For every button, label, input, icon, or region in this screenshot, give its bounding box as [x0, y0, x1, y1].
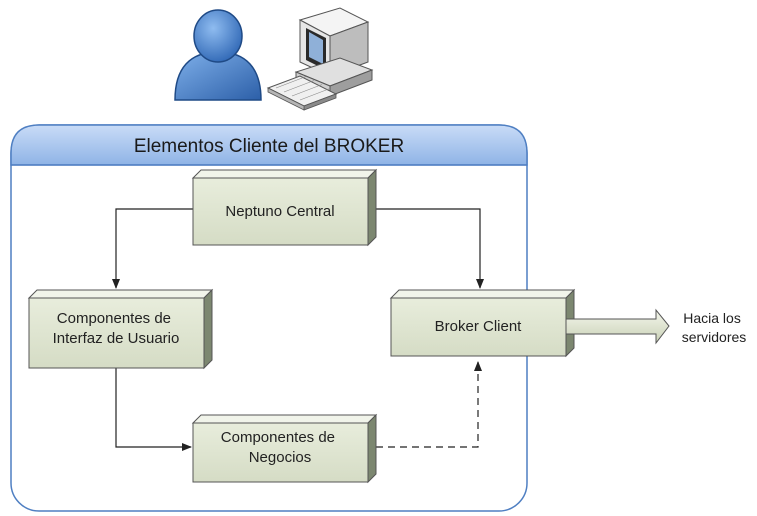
- box-label-line: Interfaz de Usuario: [53, 330, 180, 347]
- servers-label-line: Hacia los: [683, 310, 741, 326]
- box-componentes-negocios: Componentes de Negocios: [191, 413, 378, 484]
- connector-negocios-to-broker: [376, 361, 482, 448]
- svg-text:Broker Client: Broker Client: [435, 318, 523, 335]
- box-broker-client: Broker Client: [389, 288, 576, 358]
- box-label-line: Neptuno Central: [225, 203, 334, 220]
- box-label-line: Negocios: [249, 449, 312, 466]
- svg-text:Neptuno Central: Neptuno Central: [225, 203, 334, 220]
- box-componentes-interfaz: Componentes de Interfaz de Usuario: [27, 288, 214, 370]
- computer-icon: [266, 7, 374, 111]
- servers-label-line: servidores: [682, 329, 747, 345]
- user-icon: [174, 9, 262, 101]
- box-label-line: Componentes de: [57, 310, 171, 327]
- container-title: Elementos Cliente del BROKER: [134, 136, 404, 157]
- box-label-line: Componentes de: [221, 429, 335, 446]
- connectors: [112, 208, 484, 451]
- connector-interfaz-to-negocios: [115, 362, 192, 451]
- block-arrow-to-servers: [565, 308, 670, 345]
- box-neptuno-central: Neptuno Central: [191, 168, 378, 247]
- svg-text:Componentes de Interfaz: Componentes de Interfaz de Usuario: [53, 310, 180, 347]
- svg-text:Hacia los servidores: Hacia los servidores: [682, 310, 747, 345]
- box-label-line: Broker Client: [435, 318, 523, 335]
- connector-neptuno-to-broker: [376, 208, 484, 289]
- container-header: [10, 124, 528, 166]
- connector-neptuno-to-interfaz: [112, 208, 193, 289]
- svg-text:Componentes de Negocios: Componentes de Negocios: [221, 429, 339, 466]
- broker-client-container: Elementos Cliente del BROKER: [10, 124, 528, 512]
